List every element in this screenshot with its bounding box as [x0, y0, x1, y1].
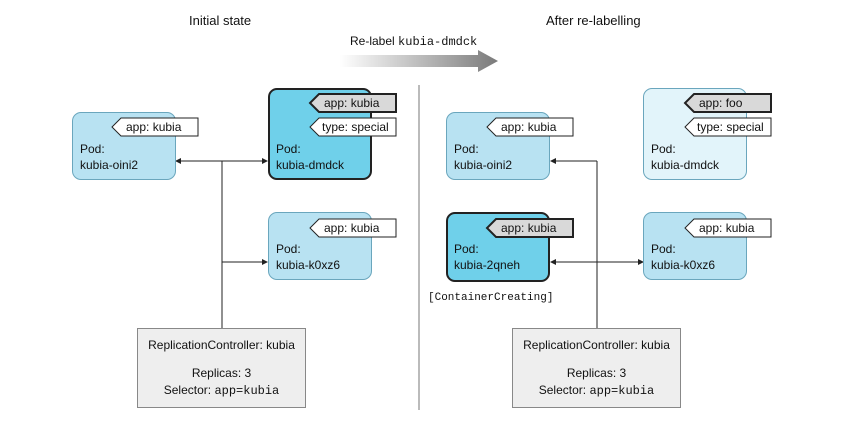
right-title: After re-labelling — [546, 13, 641, 28]
label-text: app: kubia — [126, 120, 182, 134]
label-text: app: kubia — [699, 221, 755, 235]
rc-selector: Selector: app=kubia — [138, 383, 305, 398]
rc-selector-label: Selector: — [538, 383, 587, 397]
label-text: type: special — [322, 120, 389, 134]
pod-name: kubia-dmdck — [276, 158, 345, 172]
relabel-caption: Re-label kubia-dmdck — [350, 34, 477, 49]
rc-replicas: Replicas: 3 — [566, 366, 627, 380]
rc-selector-value: app=kubia — [589, 384, 655, 398]
pod-name: kubia-k0xz6 — [276, 258, 341, 272]
label-tag: app: kubia — [684, 218, 772, 238]
pod-name: kubia-dmdck — [651, 158, 720, 172]
label-text: app: kubia — [324, 221, 380, 235]
pod-name: kubia-oini2 — [80, 158, 139, 172]
pod-kind: Pod: — [276, 142, 301, 156]
pod-kind: Pod: — [454, 142, 479, 156]
rc-selector-label: Selector: — [163, 383, 212, 397]
rc-title: ReplicationController: kubia — [148, 338, 295, 352]
pod-kind: Pod: — [454, 242, 479, 256]
label-text: type: special — [697, 120, 764, 134]
left-title: Initial state — [189, 13, 252, 28]
pod-kind: Pod: — [651, 142, 676, 156]
label-tag-highlighted: app: kubia — [485, 218, 574, 238]
label-tag: app: kubia — [309, 218, 397, 238]
label-tag-highlighted: app: foo — [683, 93, 772, 113]
label-tag: type: special — [309, 117, 397, 137]
rc-selector-value: app=kubia — [214, 384, 280, 398]
container-status: [ContainerCreating] — [428, 292, 554, 304]
label-tag-highlighted: app: kubia — [308, 93, 397, 113]
label-text: app: kubia — [501, 221, 557, 235]
label-text: app: kubia — [324, 96, 380, 110]
label-text: app: kubia — [501, 120, 557, 134]
relabel-arrow — [340, 50, 498, 72]
rc-title: ReplicationController: kubia — [523, 338, 670, 352]
pod-kind: Pod: — [80, 142, 105, 156]
pod-kind: Pod: — [651, 242, 676, 256]
rc-replicas: Replicas: 3 — [191, 366, 252, 380]
pod-name: kubia-2qneh — [454, 258, 521, 272]
pod-name: kubia-k0xz6 — [651, 258, 716, 272]
replication-controller-left: ReplicationController: kubia Replicas: 3… — [137, 328, 306, 408]
label-tag: app: kubia — [486, 117, 574, 137]
replication-controller-right: ReplicationController: kubia Replicas: 3… — [512, 328, 681, 408]
relabel-target: kubia-dmdck — [398, 35, 478, 49]
pod-kind: Pod: — [276, 242, 301, 256]
pod-name: kubia-oini2 — [454, 158, 513, 172]
label-tag: type: special — [684, 117, 772, 137]
label-tag: app: kubia — [111, 117, 199, 137]
label-text: app: foo — [699, 96, 743, 110]
rc-selector: Selector: app=kubia — [513, 383, 680, 398]
relabel-prefix: Re-label — [350, 34, 395, 48]
